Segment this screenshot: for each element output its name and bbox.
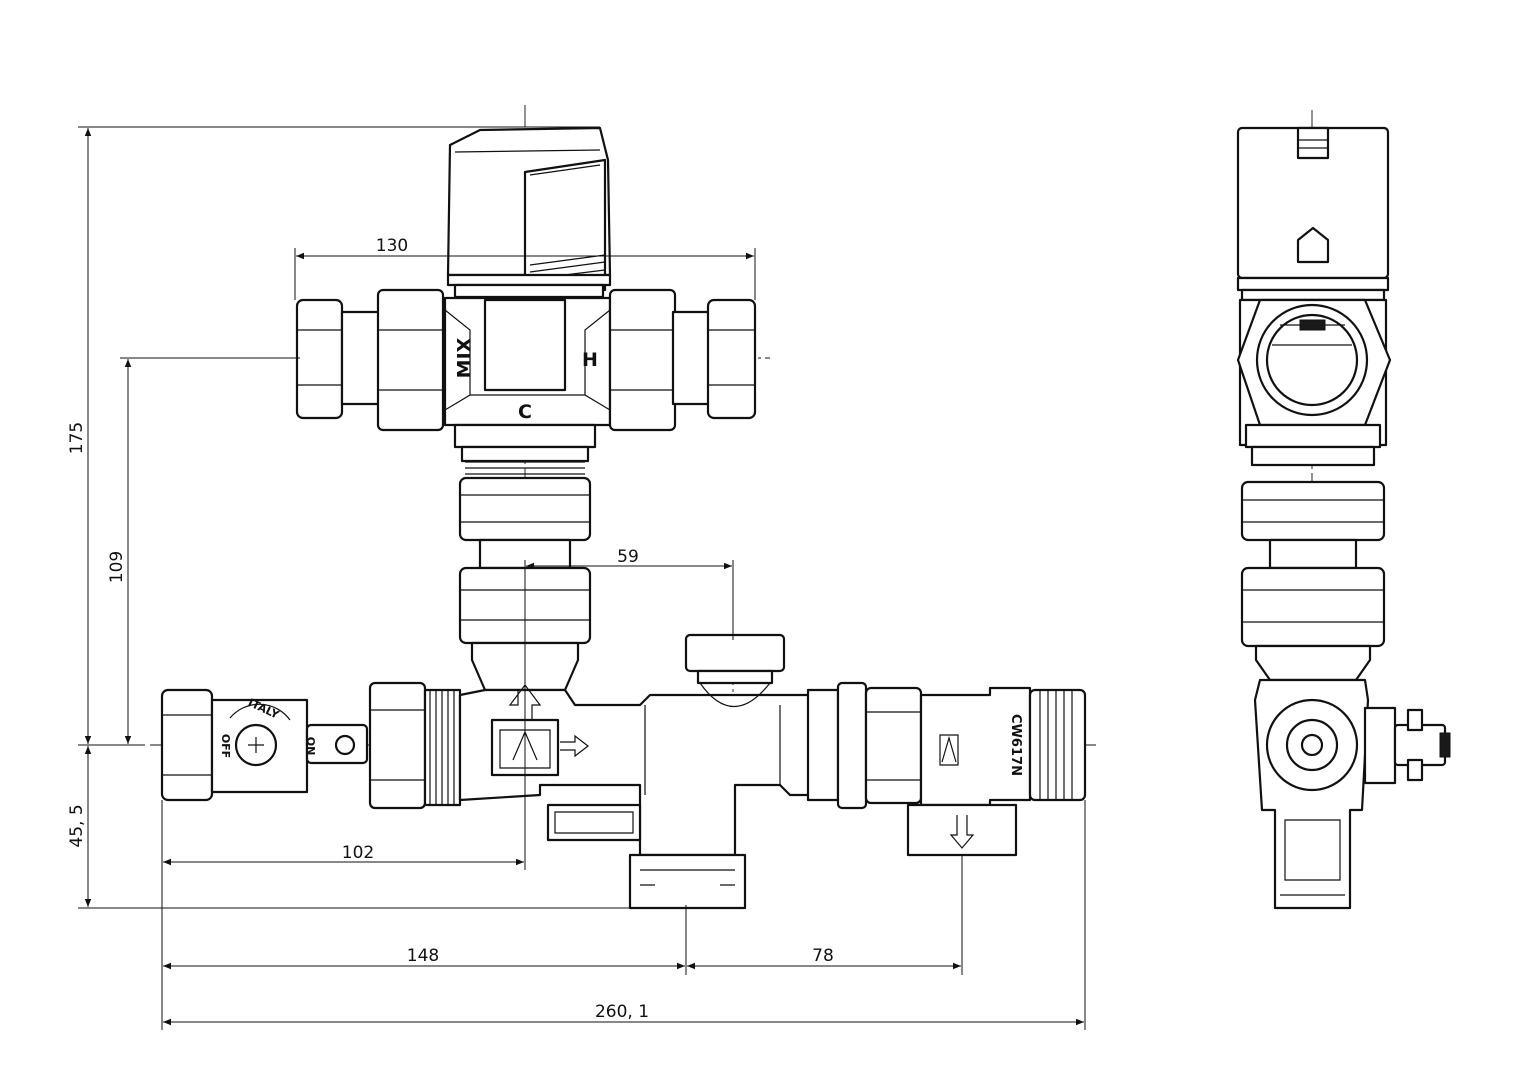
mixer-body	[443, 296, 612, 475]
drain-assembly: CW617N	[806, 681, 1087, 857]
threaded-union	[368, 681, 462, 810]
thermostatic-head	[446, 126, 612, 299]
branch-cap	[684, 633, 786, 707]
hot-port-union	[608, 288, 757, 432]
mix-port-union	[295, 288, 445, 432]
dim-inlet-to-mixer: 102	[342, 843, 374, 863]
ball-valve: OFF ON ITALY	[160, 688, 369, 802]
dim-overall-height: 175	[67, 422, 87, 454]
dimensions: 175 109 45, 5 130 59 102 148 78 260, 1	[67, 126, 1086, 1030]
hot-port-label: H	[582, 349, 598, 371]
ball-valve-off-label: OFF	[219, 734, 232, 758]
dim-overall-length: 260, 1	[595, 1002, 649, 1022]
front-view: MIX H C OFF ON ITALY	[150, 105, 1100, 910]
cold-port-label: C	[518, 401, 532, 423]
mix-port-label: MIX	[454, 337, 476, 378]
main-body	[458, 684, 832, 910]
side-view	[1236, 110, 1451, 910]
dim-branch-offset: 59	[617, 547, 639, 567]
dim-valve-width: 130	[376, 236, 408, 256]
dim-mix-outlet-height: 109	[107, 551, 127, 583]
dim-inlet-to-tee: 148	[407, 946, 439, 966]
direction-marker-icon	[1296, 226, 1330, 264]
ball-valve-on-label: ON	[304, 737, 317, 756]
material-mark-label: CW617N	[1008, 714, 1023, 776]
dim-lower-height: 45, 5	[67, 804, 87, 847]
dim-tee-to-drain: 78	[812, 946, 834, 966]
